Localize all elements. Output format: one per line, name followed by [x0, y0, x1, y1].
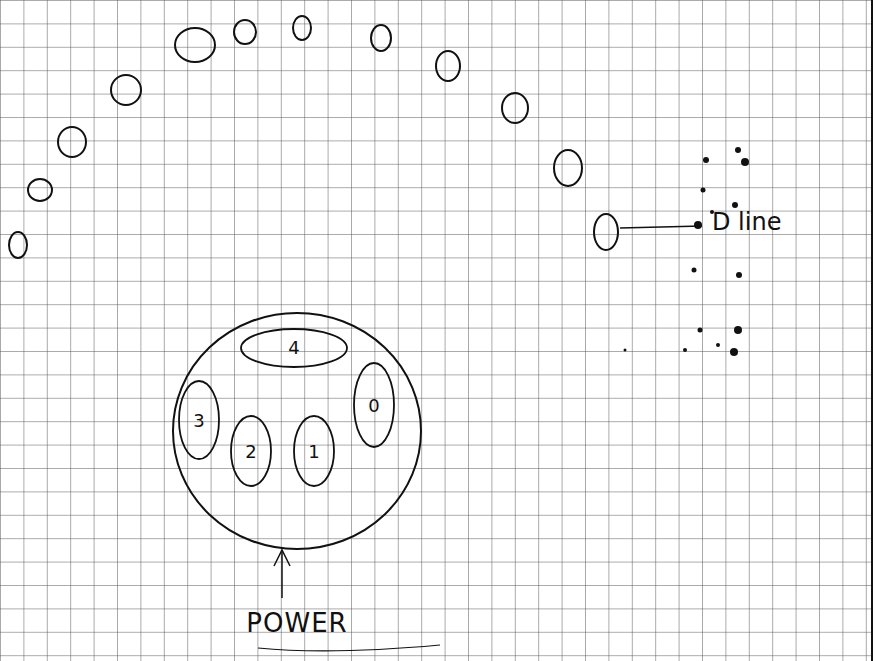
- ellipse-outline: [241, 329, 347, 367]
- segment-number: 4: [288, 337, 299, 358]
- ellipse-outline: [179, 381, 219, 459]
- leader-line: [620, 226, 702, 228]
- segment-oval: 3: [178, 380, 220, 460]
- segment-oval: 2: [230, 415, 272, 487]
- segment-oval: 4: [240, 328, 348, 368]
- segment-oval: 0: [353, 362, 395, 448]
- line-label: D line: [712, 208, 781, 236]
- segment-number: 3: [193, 410, 204, 431]
- segment-number: 0: [368, 395, 379, 416]
- ellipse-outline: [294, 416, 334, 486]
- segment-number: 1: [308, 441, 319, 462]
- segment-number: 2: [245, 441, 256, 462]
- ellipse-outline: [173, 313, 421, 549]
- ellipse-outline: [231, 416, 271, 486]
- underline-stroke: [258, 645, 440, 651]
- power-label: POWER: [172, 608, 422, 638]
- page-edge: [871, 0, 873, 661]
- smudge-marks: [624, 147, 750, 356]
- power-arrow: [274, 550, 290, 598]
- housing-circle: POWER43210: [172, 312, 422, 550]
- segment-oval: 1: [293, 415, 335, 487]
- ellipse-outline: [354, 363, 394, 447]
- led-arc: [9, 16, 618, 258]
